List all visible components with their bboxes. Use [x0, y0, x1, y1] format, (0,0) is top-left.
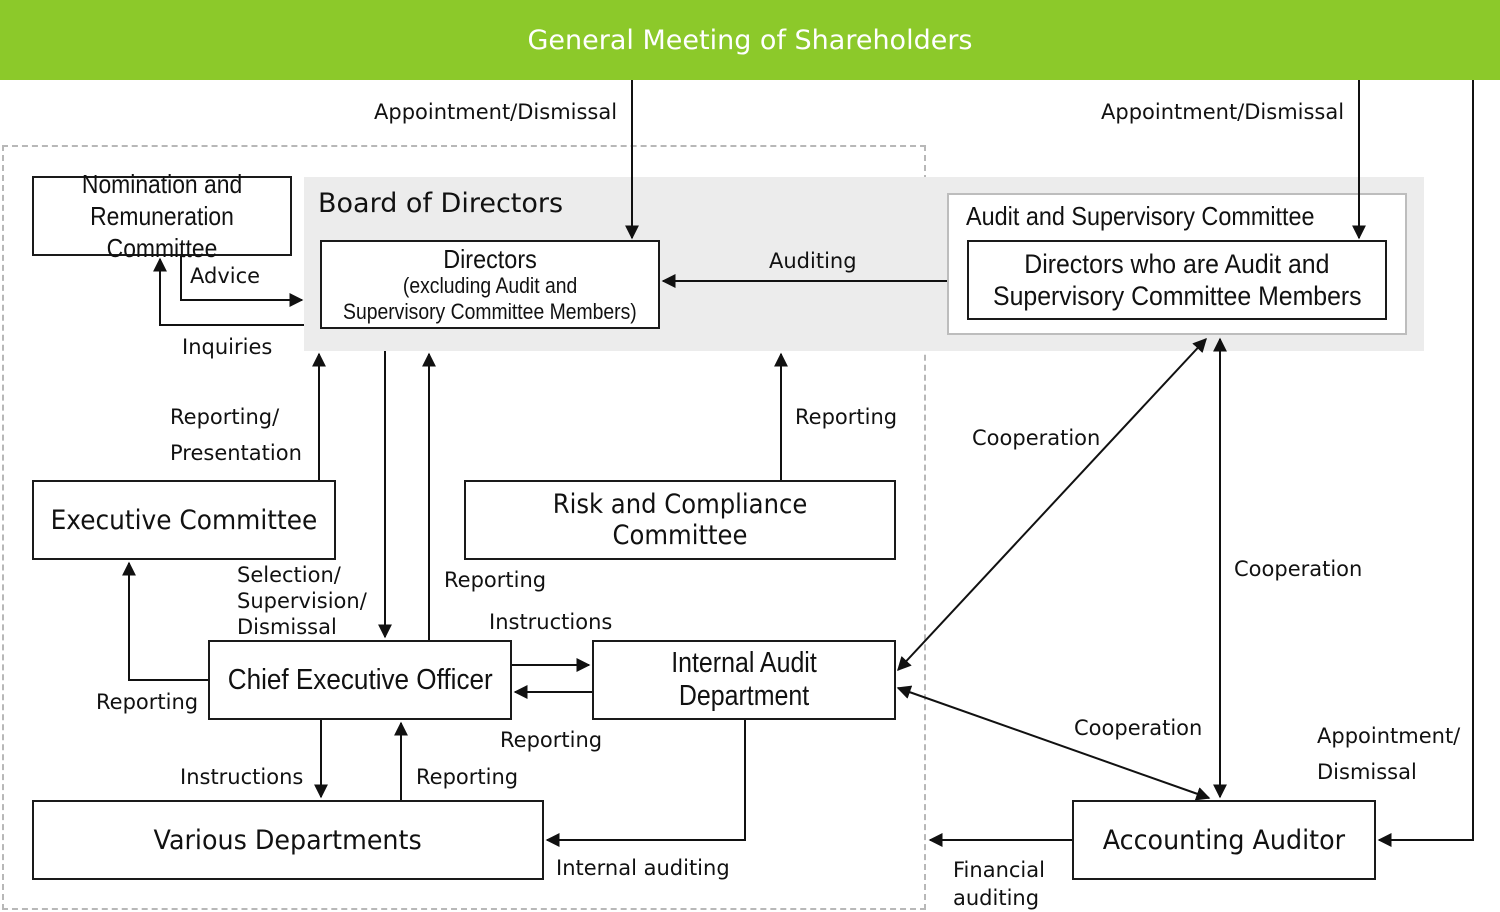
cooperation-bottom-arrow [896, 685, 1211, 801]
cooperation-diagonal-arrow [897, 337, 1207, 672]
inquiries-arrow [153, 257, 304, 326]
selection-label-3: Dismissal [237, 615, 337, 639]
appointment-dismissal-label-left: Appointment/Dismissal [374, 100, 618, 124]
reporting-departments-label: Reporting [416, 765, 519, 789]
general-meeting-banner: General Meeting of Shareholders [0, 0, 1500, 80]
audit-committee-directors-box: Directors who are Audit and Supervisory … [967, 240, 1387, 320]
appointment-arrow-accounting-auditor [1377, 80, 1474, 847]
audit-committee-title: Audit and Supervisory Committee [966, 201, 1315, 231]
board-of-directors-title: Board of Directors [318, 188, 564, 219]
internal-auditing-label: Internal auditing [556, 856, 730, 880]
internal-auditing-arrow [545, 720, 746, 847]
reporting-exec-arrow [122, 561, 208, 681]
executive-committee-box: Executive Committee [32, 480, 336, 560]
cooperation-vertical-label: Cooperation [1234, 557, 1363, 581]
various-departments-box: Various Departments [32, 800, 544, 880]
selection-label-1: Selection/ [237, 563, 341, 587]
reporting-presentation-label-1: Reporting/ [170, 405, 280, 429]
chief-executive-officer-box: Chief Executive Officer [208, 640, 512, 720]
appointment-dismissal-label-right: Appointment/Dismissal [1101, 100, 1345, 124]
internal-audit-department-box: Internal Audit Department [592, 640, 896, 720]
appointment-accounting-label-2: Dismissal [1317, 760, 1417, 784]
selection-label-2: Supervision/ [237, 589, 367, 613]
cooperation-diagonal-label: Cooperation [972, 426, 1101, 450]
advice-label: Advice [190, 264, 261, 288]
instructions-internal-audit-label: Instructions [489, 610, 613, 634]
nomination-remuneration-committee-box: Nomination and Remuneration Committee [32, 169, 292, 263]
reporting-ceo-board-label: Reporting [444, 568, 547, 592]
accounting-auditor-box: Accounting Auditor [1072, 800, 1376, 880]
reporting-risk-label: Reporting [795, 405, 898, 429]
general-meeting-title: General Meeting of Shareholders [527, 24, 973, 56]
cooperation-bottom-label: Cooperation [1074, 716, 1203, 740]
financial-auditing-label-1: Financial [953, 858, 1045, 882]
reporting-exec-label: Reporting [96, 690, 199, 714]
reporting-presentation-label-2: Presentation [170, 441, 302, 465]
advice-arrow [180, 256, 304, 307]
appointment-accounting-label-1: Appointment/ [1317, 724, 1461, 748]
reporting-internal-audit-label: Reporting [500, 728, 603, 752]
inquiries-label: Inquiries [182, 335, 273, 359]
directors-box: Directors (excluding Audit and Superviso… [320, 240, 660, 329]
financial-auditing-label-2: auditing [953, 886, 1040, 910]
instructions-departments-label: Instructions [180, 765, 304, 789]
auditing-label: Auditing [769, 249, 857, 273]
risk-compliance-committee-box: Risk and Compliance Committee [464, 480, 896, 560]
